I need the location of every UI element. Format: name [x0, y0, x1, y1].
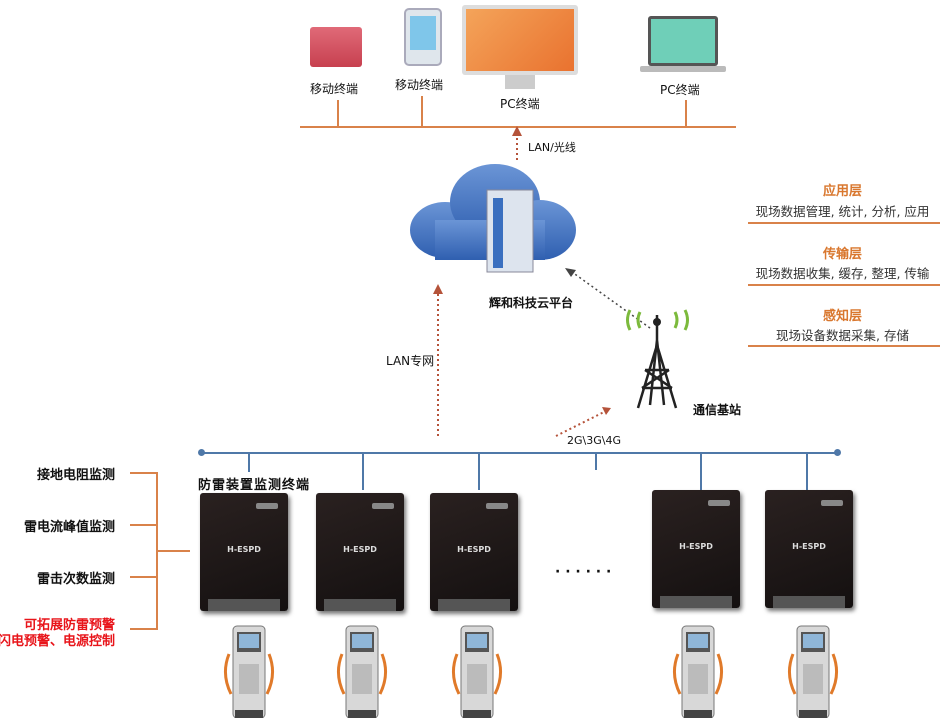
espd-device: H-ESPD: [200, 493, 288, 611]
layer-divider: [748, 222, 940, 224]
terminal-label: 移动终端: [310, 82, 359, 96]
lan-private-label: LAN专网: [386, 354, 435, 368]
layer-title: 应用层: [822, 184, 862, 199]
device-name: H-ESPD: [457, 545, 491, 554]
monitor-stand: [505, 75, 535, 89]
cloud-icon: [410, 164, 576, 273]
layer-divider: [748, 284, 940, 286]
bus-drop: [595, 452, 597, 470]
espd-device: H-ESPD: [316, 493, 404, 611]
monitor-group-label: 防雷装置监测终端: [198, 478, 311, 493]
charging-pile-icon: [670, 624, 726, 718]
mobile-network-label: 2G\3G\4G: [567, 434, 621, 447]
bus-drop: [362, 452, 364, 490]
function-label: 闪电预警、电源控制: [0, 634, 115, 649]
function-label: 可拓展防雷预警: [23, 618, 115, 633]
ellipsis: · · · · · ·: [555, 564, 612, 580]
laptop-icon: [648, 16, 718, 66]
bus-end-dot: [198, 449, 205, 456]
bracket-line: [130, 628, 157, 630]
layer-divider: [748, 345, 940, 347]
bus-drop: [478, 452, 480, 490]
charging-pile-icon: [221, 624, 277, 718]
bracket-line: [130, 472, 157, 474]
device-name: H-ESPD: [343, 545, 377, 554]
charging-pile-icon: [785, 624, 841, 718]
terminal-label: PC终端: [660, 83, 700, 97]
charging-pile-icon: [334, 624, 390, 718]
layer-desc: 现场设备数据采集, 存储: [776, 328, 909, 343]
layer-desc: 现场数据收集, 缓存, 整理, 传输: [755, 266, 930, 281]
terminal-label: PC终端: [500, 97, 540, 111]
tablet-icon: [310, 27, 362, 67]
layer-title: 传输层: [822, 247, 862, 262]
layer-title: 感知层: [822, 309, 862, 324]
laptop-base: [640, 66, 726, 72]
phone-icon: [404, 8, 442, 66]
tower-label: 通信基站: [693, 403, 742, 417]
terminal-bus: [300, 126, 736, 128]
lan-fiber-label: LAN/光线: [528, 141, 576, 154]
bus-drop: [337, 100, 339, 126]
terminal-label: 移动终端: [395, 78, 444, 92]
bus-drop: [248, 452, 250, 472]
bus-drop: [700, 452, 702, 490]
device-bus: [201, 452, 838, 454]
bracket-line: [130, 576, 157, 578]
layer-desc: 现场数据管理, 统计, 分析, 应用: [755, 204, 930, 219]
cloud-platform-label: 辉和科技云平台: [489, 296, 574, 310]
espd-device: H-ESPD: [430, 493, 518, 611]
espd-device: H-ESPD: [765, 490, 853, 608]
bus-drop: [421, 96, 423, 126]
tower-icon: [626, 309, 689, 409]
bus-drop: [685, 100, 687, 126]
bracket-line: [157, 550, 190, 552]
function-label: 雷电流峰值监测: [23, 520, 115, 535]
device-name: H-ESPD: [679, 542, 713, 551]
monitor-icon: [462, 5, 578, 75]
function-label: 接地电阻监测: [36, 468, 115, 483]
bracket-line: [130, 524, 157, 526]
device-name: H-ESPD: [227, 545, 261, 554]
function-label: 雷击次数监测: [36, 572, 115, 587]
charging-pile-icon: [449, 624, 505, 718]
bus-end-dot: [834, 449, 841, 456]
espd-device: H-ESPD: [652, 490, 740, 608]
device-name: H-ESPD: [792, 542, 826, 551]
bus-drop: [806, 452, 808, 490]
